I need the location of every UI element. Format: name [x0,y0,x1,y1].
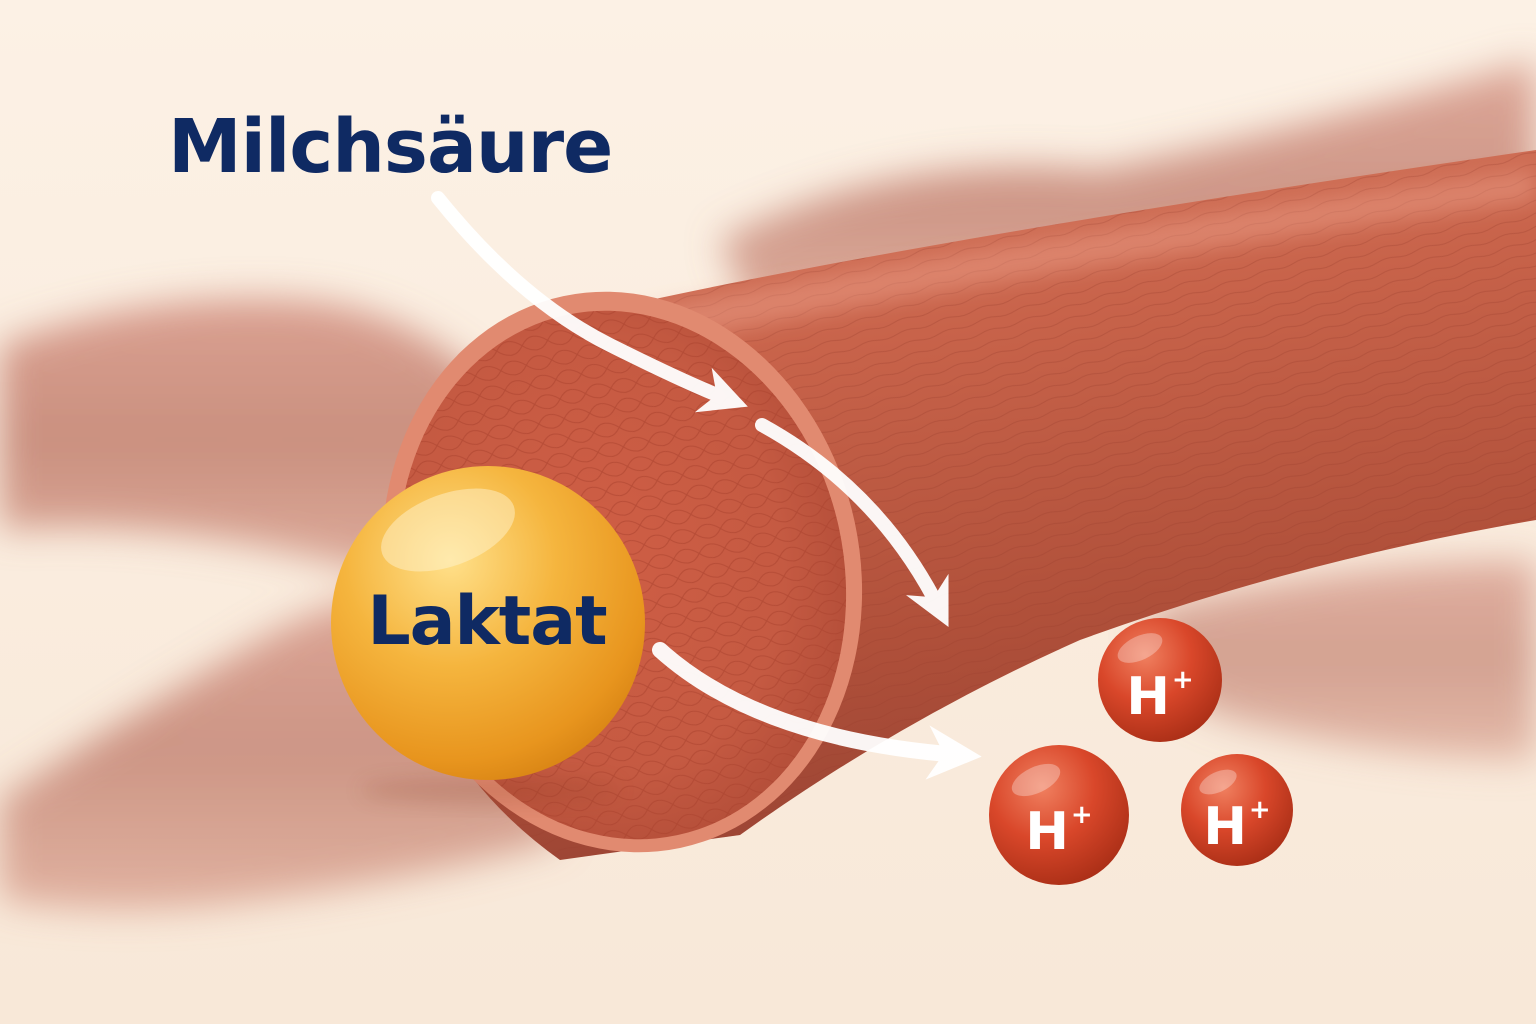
proton-symbol: H [1203,797,1247,857]
fiber-highlight [600,170,1536,350]
arrow-laktat [652,642,982,780]
proton-sphere-3 [1181,754,1293,866]
bundle-right [1149,560,1536,760]
flow-arrows [431,191,982,780]
arrow-milchsaeure [431,191,748,413]
arrow-into-fiber [755,418,949,628]
proton-label-3: H+ [1177,780,1297,857]
lactate-sphere-body [331,466,645,780]
proton-sphere-2 [989,745,1129,885]
title-milchsaeure: Milchsäure [168,104,613,190]
proton-label-2: H+ [999,785,1119,862]
proton-charge: + [1171,665,1194,695]
proton-label-1: H+ [1100,650,1220,727]
proton-charge: + [1248,795,1271,825]
proton-charge: + [1070,800,1093,830]
lactate-label: Laktat [367,582,607,661]
lactate-sphere [331,466,645,804]
proton-symbol: H [1025,802,1069,862]
lactate-sphere-gloss [381,488,515,572]
proton-sphere-1 [1098,618,1222,742]
proton-symbol: H [1126,667,1170,727]
proton-spheres [989,618,1293,885]
